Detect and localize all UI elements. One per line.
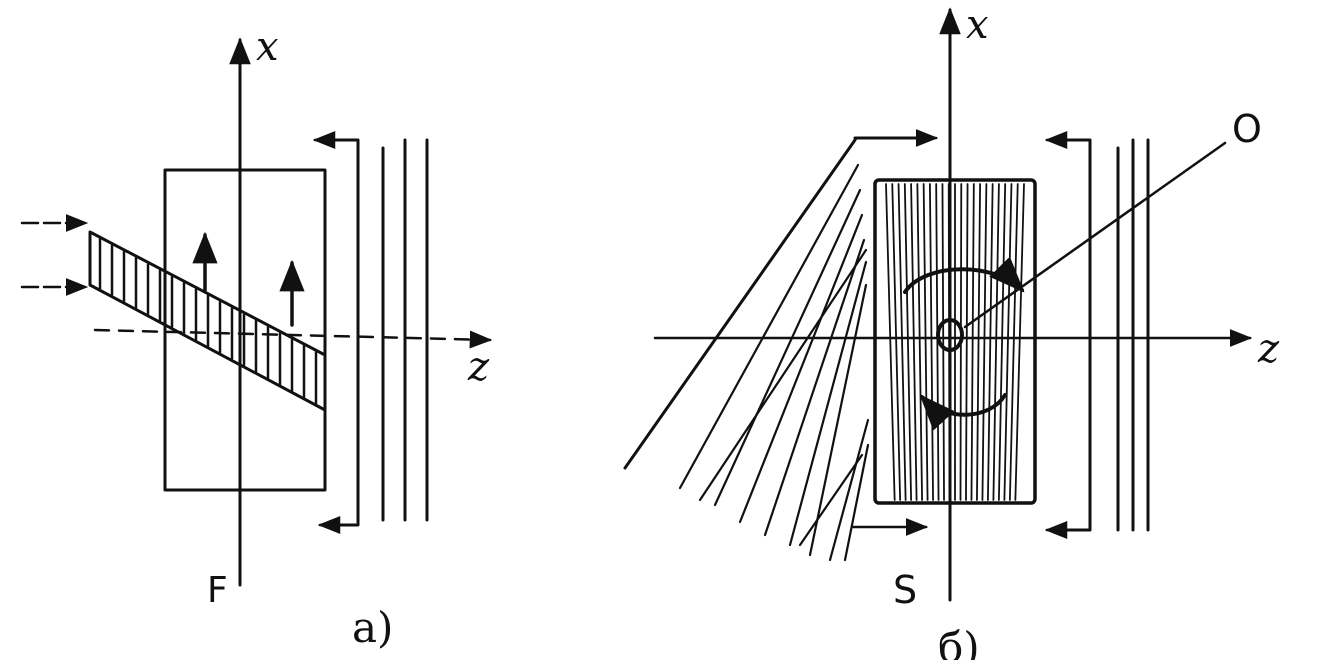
fan-line — [678, 163, 860, 490]
rect-hatch-line — [997, 183, 1007, 501]
fan-line — [828, 418, 870, 562]
x-axis-label-a: x — [256, 24, 279, 70]
fan-line — [798, 453, 864, 547]
wavefront-fan-lines — [623, 138, 870, 562]
object-label-a: F — [207, 570, 228, 611]
rect-hatch-line — [947, 183, 951, 501]
object-rectangle-b — [873, 178, 1037, 505]
caption-b: б) — [938, 623, 980, 660]
object-hatching-b — [885, 183, 1025, 501]
rect-hatch-line — [992, 183, 1000, 501]
rect-hatch-line — [987, 183, 994, 501]
panel-b: x z O S б) — [623, 2, 1280, 660]
rect-hatch-line — [922, 183, 929, 501]
fan-line — [738, 213, 864, 524]
fan-line — [698, 248, 868, 502]
screen-bracket-a — [323, 138, 360, 527]
rect-hatch-line — [1003, 183, 1013, 501]
fan-line — [763, 238, 866, 537]
rect-hatch-line — [885, 183, 896, 501]
z-axis-label-a: z — [467, 344, 490, 390]
x-axis-label-b: x — [966, 2, 989, 48]
rect-hatch-line — [897, 183, 907, 501]
rect-hatch-line — [1014, 183, 1025, 501]
center-leader-line — [963, 141, 1227, 329]
panel-a: x z F a) — [20, 24, 493, 652]
rotation-arrow-lower — [919, 393, 1007, 431]
tilted-band-a — [88, 230, 327, 412]
caption-a: a) — [352, 603, 393, 652]
rect-hatch-line — [965, 183, 969, 501]
rect-hatch-line — [1008, 183, 1019, 501]
rect-hatch-line — [976, 183, 981, 501]
z-axis-a — [93, 328, 493, 349]
fan-line — [808, 283, 868, 557]
object-rectangle-a — [163, 168, 327, 492]
center-label-b: O — [1232, 107, 1262, 151]
rotation-arrow-upper — [903, 256, 1025, 294]
tilted-band-hatching — [98, 237, 318, 405]
screen-bracket-b — [1053, 138, 1092, 532]
rect-hatch-line — [891, 183, 902, 501]
rect-hatch-line — [910, 183, 918, 501]
rect-hatch-line — [981, 183, 988, 501]
rect-hatch-line — [916, 183, 923, 501]
fan-line — [623, 138, 857, 470]
fan-line — [843, 443, 870, 562]
rect-hatch-line — [903, 183, 913, 501]
fan-line — [713, 188, 862, 507]
z-axis-label-b: z — [1257, 326, 1280, 372]
rect-hatch-line — [929, 183, 934, 501]
rect-hatch-line — [941, 183, 945, 501]
fan-line — [788, 260, 868, 547]
object-label-b: S — [893, 568, 917, 612]
rect-hatch-line — [970, 183, 975, 501]
rotation-center-b — [936, 318, 964, 352]
